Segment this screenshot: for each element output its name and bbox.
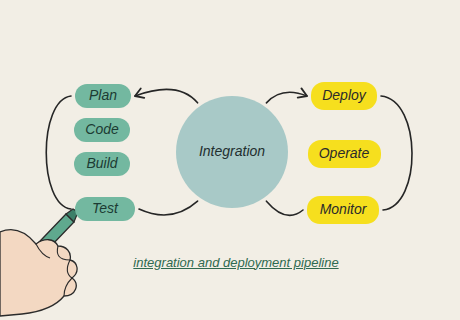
node-label: Code — [85, 122, 118, 137]
node-label: Test — [92, 201, 118, 216]
integration-circle: Integration — [176, 96, 288, 208]
hand — [0, 230, 77, 316]
process-pill: Test — [75, 197, 135, 221]
process-pill: Code — [74, 118, 130, 142]
flow-connector — [139, 201, 198, 215]
ops-pill: Monitor — [307, 196, 379, 224]
arrow-head-to — [298, 88, 307, 97]
node-label: Deploy — [322, 88, 366, 103]
flow-connector — [46, 96, 71, 209]
arrow-head-to — [135, 89, 144, 98]
node-label: Plan — [89, 88, 117, 103]
flow-connector — [135, 89, 198, 102]
ops-pill: Deploy — [311, 82, 377, 110]
flow-connector — [266, 201, 303, 215]
ops-pill: Operate — [308, 140, 381, 168]
node-label: Monitor — [320, 202, 367, 217]
node-label: Operate — [319, 146, 370, 161]
flow-connector — [381, 96, 412, 210]
process-pill: Build — [74, 152, 130, 176]
node-label: Integration — [199, 144, 265, 159]
process-pill: Plan — [75, 84, 131, 108]
caption: integration and deployment pipeline — [133, 255, 338, 270]
node-label: Build — [86, 156, 117, 171]
